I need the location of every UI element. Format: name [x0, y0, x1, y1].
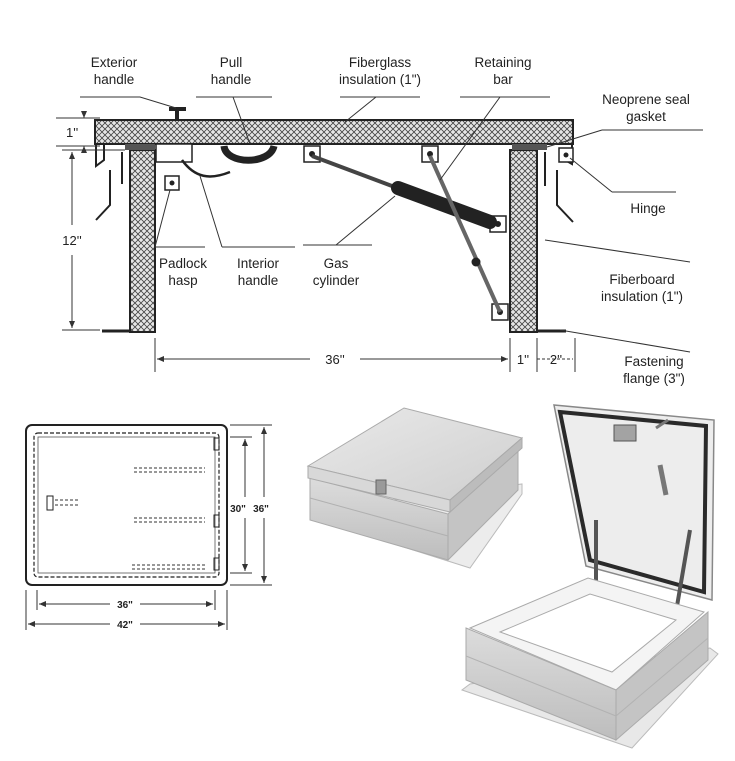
gas-cylinder-body: [391, 181, 497, 229]
plan-hinge-1: [213, 437, 220, 451]
dim-lid-thickness: 1'': [66, 125, 78, 140]
interior-handle: [180, 159, 231, 178]
plan-hinge-2: [213, 514, 220, 528]
plan-latch: [46, 495, 54, 511]
closed-lid-side: [449, 436, 523, 514]
left-gasket: [125, 144, 155, 150]
plan-inner-frame: [33, 432, 220, 578]
lid-insulation: [94, 119, 574, 145]
plan-outer-frame: [25, 424, 228, 586]
plan-dim-inner-width: 36": [117, 600, 133, 611]
closed-hatch-illustration: [306, 407, 524, 569]
leader-lines: [80, 96, 703, 353]
plan-dim-inner-height: 30": [230, 504, 246, 515]
plan-view: 36" 42" 30" 36": [25, 424, 272, 631]
left-lid-skirt: [95, 144, 105, 168]
open-curb-side: [615, 610, 709, 742]
dim-opening-width: 36'': [325, 352, 344, 367]
open-lid-gasket: [557, 409, 709, 595]
closed-exterior-handle: [375, 479, 387, 495]
right-gasket: [512, 144, 547, 150]
dimension-lines: [56, 111, 576, 372]
open-lid-interior-handle: [657, 464, 669, 496]
open-lid-latch: [613, 424, 637, 442]
dim-flange-offset: 2'': [550, 352, 562, 367]
plan-dim-outer-width: 42": [117, 620, 133, 631]
open-hatch-illustration: [460, 404, 719, 749]
gas-cylinder-rod: [311, 154, 401, 191]
dim-curb-height: 12'': [62, 233, 81, 248]
plan-dimension-lines: [25, 424, 272, 630]
plan-hinge-3: [213, 557, 220, 571]
dim-wall-thickness: 1'': [517, 352, 529, 367]
retaining-bar-pivot: [471, 257, 481, 267]
left-curb-wall: [129, 149, 156, 333]
pull-handle: [220, 144, 278, 164]
exterior-handle: [169, 107, 186, 120]
open-strut-right: [674, 529, 692, 613]
label-hinge: Hinge: [630, 201, 665, 216]
plan-dim-outer-height: 36": [253, 504, 269, 515]
retaining-bar: [428, 155, 502, 313]
right-counterflashing: [544, 152, 574, 223]
open-lid-pull-handle: [655, 418, 669, 430]
latch-block: [155, 143, 193, 163]
right-curb-wall: [509, 149, 538, 333]
open-curb-opening: [498, 593, 678, 673]
left-counterflashing: [95, 152, 123, 221]
plan-hidden-lines: [55, 467, 205, 570]
